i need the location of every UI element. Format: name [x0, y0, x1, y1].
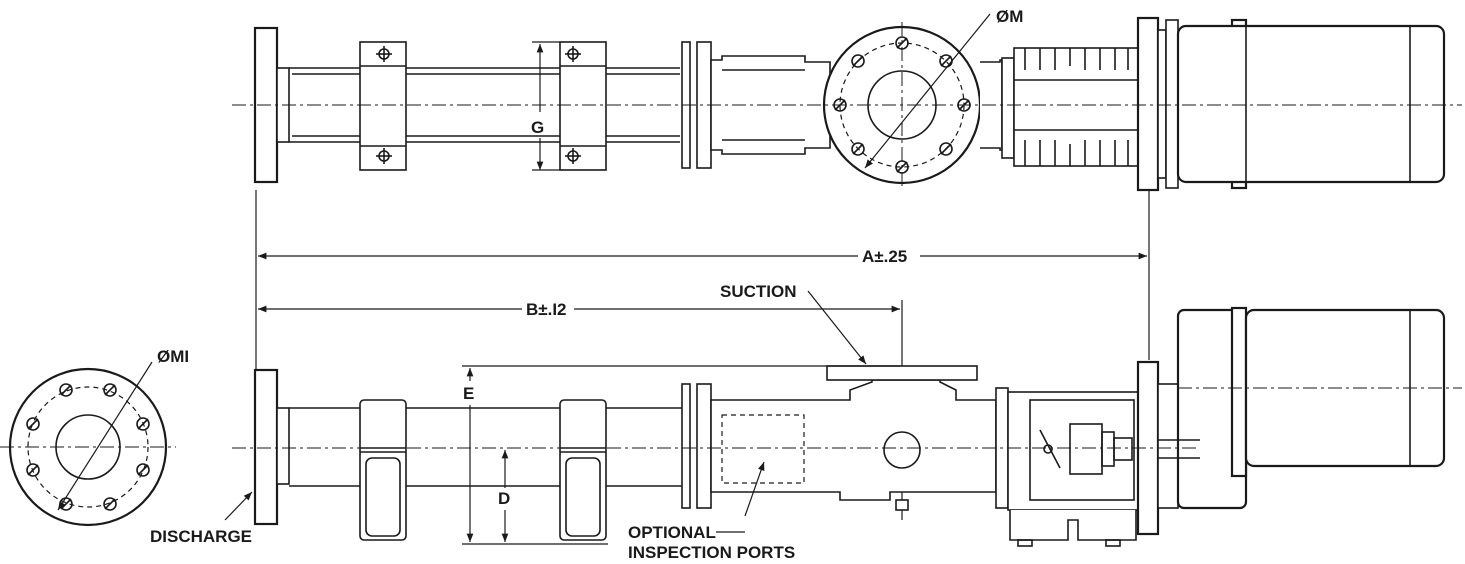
- label-suction: SUCTION: [720, 282, 797, 301]
- label-dim-a: A±.25: [862, 247, 907, 266]
- label-dim-e: E: [463, 384, 474, 403]
- label-dia-m: ØM: [996, 7, 1023, 26]
- label-dia-mi: ØMI: [157, 347, 189, 366]
- side-view: [224, 290, 1462, 547]
- label-inspection-ports: INSPECTION PORTS: [628, 543, 795, 562]
- label-dim-g: G: [531, 118, 544, 137]
- top-view: [232, 13, 1462, 192]
- label-dim-b: B±.I2: [526, 300, 567, 319]
- label-discharge: DISCHARGE: [150, 527, 252, 546]
- label-dim-d: D: [498, 489, 510, 508]
- end-view: [0, 361, 176, 527]
- label-optional: OPTIONAL: [628, 523, 716, 542]
